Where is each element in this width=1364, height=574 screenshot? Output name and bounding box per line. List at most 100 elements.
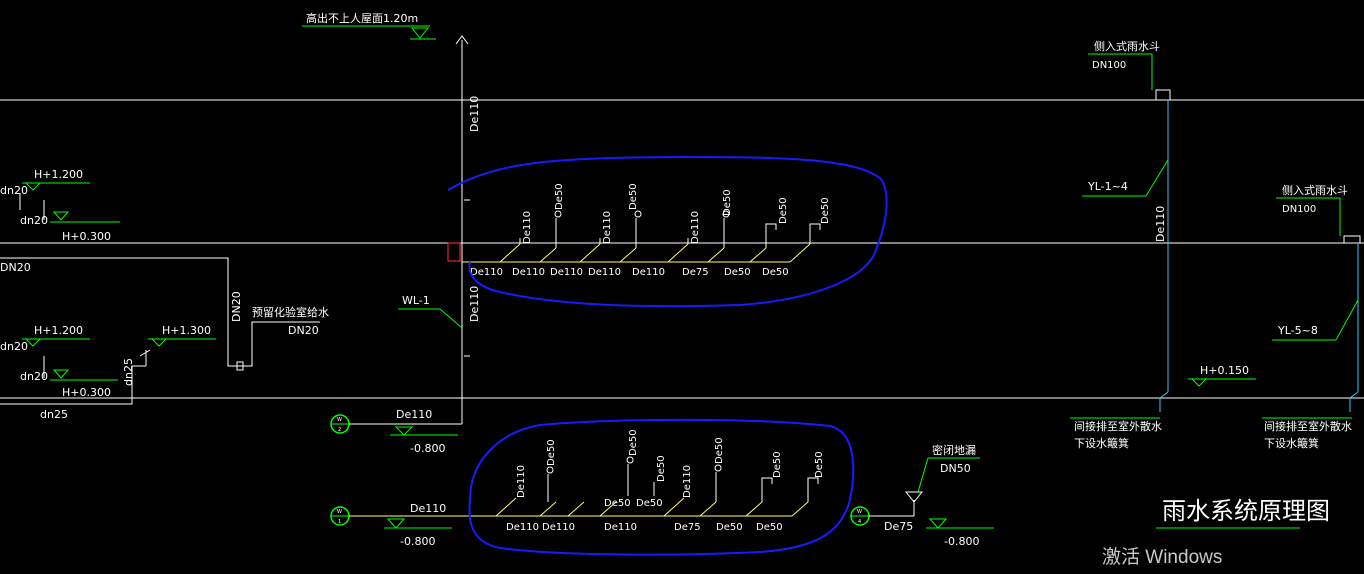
lower-vert-size-2: De50	[546, 439, 557, 466]
valve-icon	[236, 361, 244, 371]
windows-activation-watermark: 激活 Windows	[1102, 546, 1222, 568]
left-top-elev-1200: H+1.200	[34, 168, 83, 181]
upper-branch: De110 De110 De110 De110 De110 De75 De50 …	[447, 155, 888, 308]
side-drain-2-label: 侧入式雨水斗	[1282, 184, 1348, 197]
outfall-w4-letter: W	[857, 509, 862, 515]
outfall-w2-size: De110	[396, 408, 432, 421]
leader-size: De110	[1154, 206, 1167, 242]
upper-vert-size-2: De50	[554, 183, 565, 210]
outfall-w2: W 2 De110 -0.800	[330, 408, 462, 455]
reserved-lab-size: DN20	[288, 324, 319, 337]
lower-branch: W 1 De110 -0.800 De110 De110 De50 De50	[330, 418, 855, 556]
left-top-dn20-2: dn20	[20, 214, 48, 227]
lower-branch-size-5: De110	[604, 522, 637, 533]
upper-branch-size-8: De50	[762, 267, 789, 278]
elevation-marker-icon	[394, 426, 414, 436]
rain-hopper-icon	[1343, 235, 1361, 243]
side-drain-1-label: 侧入式雨水斗	[1094, 40, 1160, 53]
lower-branch-size-2: De110	[542, 522, 575, 533]
indirect-drain-2-line2: 下设水簸箕	[1264, 436, 1319, 450]
left-vert-dn25: dn25	[122, 358, 135, 386]
outfall-w2-number: 2	[338, 427, 341, 433]
left-bot-dn20-2: dn20	[20, 370, 48, 383]
lower-vert-size-8: De50	[814, 451, 825, 478]
outfall-w4-size: De75	[884, 520, 913, 533]
outfall-w1-size: De110	[410, 502, 446, 515]
vent-arrow-icon	[455, 35, 469, 45]
elevation-marker-icon	[24, 182, 42, 191]
riser-bottom-size: De110	[468, 286, 481, 322]
roof-annotation: 高出不上人屋面 1.20m	[302, 11, 436, 40]
outfall-w4: W 4 De75 密闭地漏 DN50 -0.800	[850, 443, 994, 548]
rain-hopper-icon	[1155, 89, 1171, 100]
lower-branch-size-7: De50	[716, 522, 743, 533]
lower-cloud-markup	[468, 418, 855, 556]
reserved-lab-label: 预留化验室给水	[252, 305, 329, 319]
elevation-marker-icon	[24, 338, 42, 347]
outfall-w1-number: 1	[338, 519, 341, 525]
rain-leader-yl1-4: 侧入式雨水斗 DN100 YL-1~4 De110 H+0.150 间接排至室外…	[1070, 40, 1256, 450]
upper-cloud-markup	[447, 155, 888, 308]
upper-branch-size-6: De75	[682, 267, 709, 278]
elevation-marker-icon	[150, 338, 168, 347]
outfall-w4-elevation: -0.800	[944, 535, 979, 548]
upper-branch-size-3: De110	[550, 267, 583, 278]
lower-branch-size-3: De50	[604, 498, 631, 509]
elevation-marker-icon	[1190, 378, 1208, 387]
elevation-marker-icon	[52, 369, 70, 379]
indirect-drain-1-line1: 间接排至室外散水	[1074, 419, 1162, 433]
upper-branch-size-2: De110	[512, 267, 545, 278]
floor-drain-label: 密闭地漏	[932, 443, 976, 457]
side-drain-2-size: DN100	[1282, 204, 1316, 215]
drawing-title-block: 雨水系统原理图	[1156, 497, 1330, 529]
upper-vert-size-6: De50	[722, 189, 733, 216]
outfall-w4-number: 4	[858, 519, 861, 525]
upper-branch-size-5: De110	[632, 267, 665, 278]
left-bot-elev-1300: H+1.300	[162, 324, 211, 337]
side-drain-1-size: DN100	[1092, 60, 1126, 71]
riser-top-size: De110	[468, 96, 481, 132]
left-supply-details: H+1.200 dn20 dn20 H+0.300 DN20 DN20 预留化验…	[0, 168, 329, 421]
left-bot-dn20: dn20	[0, 340, 28, 353]
upper-branch-size-7: De50	[724, 267, 751, 278]
lower-branch-size-1: De110	[506, 522, 539, 533]
upper-branch-size-4: De110	[588, 267, 621, 278]
left-bot-elev-0300: H+0.300	[62, 386, 111, 399]
lower-vert-size-5: De110	[682, 465, 693, 498]
elevation-marker-icon	[52, 211, 70, 221]
floor-drain-size: DN50	[940, 462, 971, 475]
lower-vert-size-3: De50	[628, 429, 639, 456]
outfall-w1-elevation: -0.800	[400, 535, 435, 548]
upper-vert-size-4: De50	[628, 183, 639, 210]
roof-height-text: 1.20m	[383, 12, 418, 25]
upper-vert-size-5: De110	[690, 211, 701, 244]
upper-vert-size-1: De110	[522, 211, 533, 244]
outfall-w2-elevation: -0.800	[410, 442, 445, 455]
lower-branch-size-8: De50	[756, 522, 783, 533]
upper-branch-size-1: De110	[470, 267, 503, 278]
left-mid-dn20: DN20	[0, 261, 31, 274]
lower-branch-size-6: De75	[674, 522, 701, 533]
roof-note-text: 高出不上人屋面	[306, 11, 383, 25]
drawing-title: 雨水系统原理图	[1162, 497, 1330, 525]
left-bot-elev-1200: H+1.200	[34, 324, 83, 337]
left-top-dn20: dn20	[0, 184, 28, 197]
lower-vert-size-6: De50	[714, 437, 725, 464]
rain-leader-yl5-8: 侧入式雨水斗 DN100 YL-5~8 间接排至室外散水 下设水簸箕	[1262, 184, 1361, 450]
elevation-marker-icon	[928, 518, 948, 529]
lower-vert-size-4: De50	[656, 455, 667, 482]
indirect-drain-1-line2: 下设水簸箕	[1074, 436, 1129, 450]
floor-lines	[0, 99, 1364, 399]
lower-vert-size-7: De50	[772, 451, 783, 478]
yl-5-8-tag: YL-5~8	[1277, 324, 1318, 337]
elev-0150: H+0.150	[1200, 364, 1249, 377]
lower-vert-size-1: De110	[516, 465, 527, 498]
left-top-elev-0300: H+0.300	[62, 230, 111, 243]
outfall-w2-letter: W	[337, 417, 342, 423]
main-riser-wl1: De110 De110 WL-1	[398, 35, 481, 424]
elevation-marker-icon	[410, 27, 430, 39]
left-dn25: dn25	[40, 408, 68, 421]
upper-vert-size-3: De110	[602, 211, 613, 244]
riser-tag: WL-1	[402, 294, 430, 307]
